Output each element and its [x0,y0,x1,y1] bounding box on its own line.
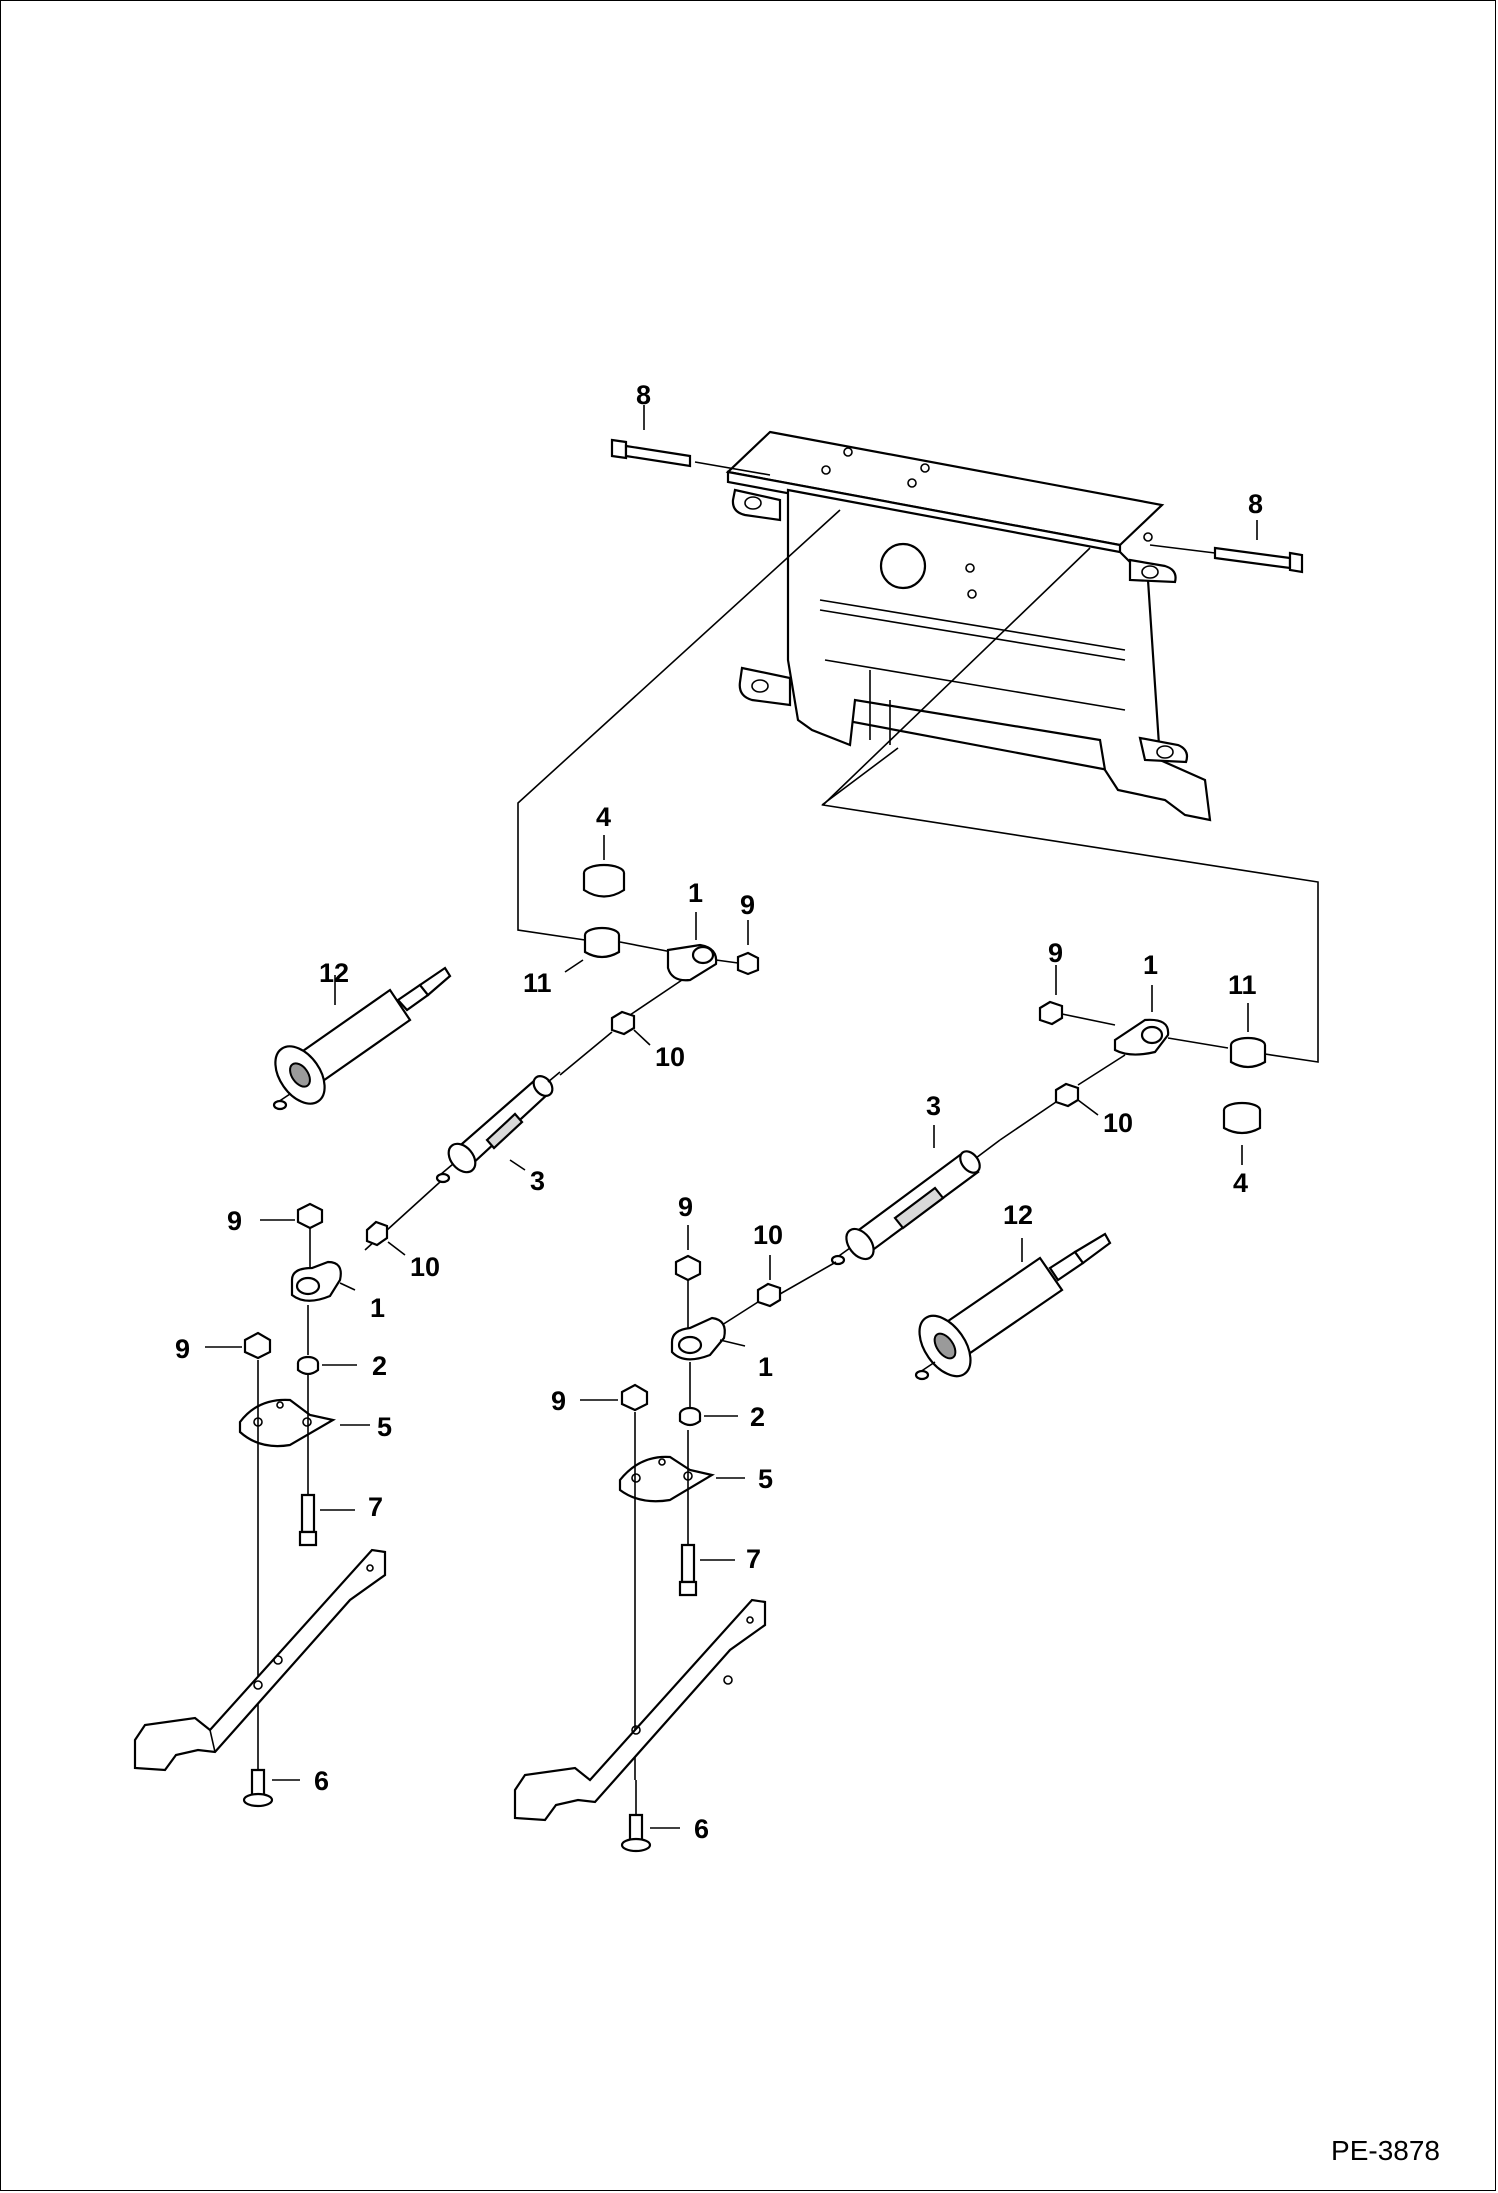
callout-gas-spring-left: 3 [530,1166,545,1196]
spare-cylinder-right [914,1232,1112,1381]
plate-right [618,1455,745,1503]
callout-spacer-top: 4 [596,802,611,832]
callout-bolt-left: 7 [368,1492,383,1522]
callout-rod-end-right-top: 1 [1143,950,1158,980]
rod-end-right-low [670,1316,746,1361]
callout-rod-end-left-top: 1 [688,878,703,908]
callout-spare-cylinder-right: 12 [1003,1200,1033,1230]
callout-jam-nut-right-top: 10 [1103,1108,1133,1138]
callout-jam-nut-left-top: 10 [655,1042,685,1072]
callout-spacer-left: 11 [523,968,552,998]
callout-rivet-left: 6 [314,1766,329,1796]
callout-flange-nut-left-mid: 9 [227,1206,242,1236]
callout-flange-nut-right-top: 9 [1048,938,1063,968]
washer-right [678,1362,738,1427]
callout-rod-end-left-low: 1 [370,1293,385,1323]
callout-flange-nut-left-bracket: 9 [175,1334,190,1364]
spacer-top [582,835,626,898]
nut-flange-left-top [715,920,760,976]
flange-nut-left-bracket [205,1331,272,1360]
bolt-right-low [678,1430,735,1597]
bracket-arm-left [133,1360,387,1772]
flange-nut-right-top [1038,965,1116,1026]
bolt-top-left [610,405,771,476]
spacer-right [1229,1003,1267,1069]
bolt-right [1149,520,1304,574]
flange-nut-right-bracket [580,1383,649,1412]
callout-nut-flange-left-top: 9 [740,890,755,920]
callout-washer-left: 2 [372,1351,387,1381]
spare-cylinder-left [272,966,452,1111]
rod-end-right-top [1113,985,1229,1056]
mounting-bracket [725,430,1212,822]
callout-bolt-right: 8 [1248,489,1263,519]
rod-end-left-low [290,1260,356,1302]
callout-washer-right: 2 [750,1402,765,1432]
leader-lines [517,509,1319,1063]
washer-left [296,1305,357,1376]
jam-nut-right-low [721,1255,837,1326]
callout-jam-nut-left-low: 10 [410,1252,440,1282]
callout-gas-spring-right: 3 [926,1091,941,1121]
gas-spring-left [435,1071,561,1184]
callout-jam-nut-right-low: 10 [753,1220,783,1250]
jam-nut-right-top [999,1054,1126,1141]
callout-bolt-right-low: 7 [746,1544,761,1574]
bracket-arm-right [513,1412,767,1822]
callout-labels: 8 8 4 1 9 11 10 12 3 9 10 1 9 2 5 7 6 9 … [175,380,1263,1844]
rod-end-left-top [666,912,718,982]
flange-nut-right-mid [674,1225,702,1330]
callout-plate-right: 5 [758,1464,773,1494]
jam-nut-left-top [559,979,683,1076]
plate-left [238,1398,370,1448]
rivet-right [620,1780,680,1853]
rivet-left [242,1735,300,1808]
callout-flange-nut-right-mid: 9 [678,1192,693,1222]
spacer-left [564,926,673,973]
callout-flange-nut-right-bracket: 9 [551,1386,566,1416]
jam-nut-left-low [364,1181,441,1256]
bolt-left [298,1375,355,1547]
callout-spare-cylinder-left: 12 [319,958,349,988]
callout-bolt-top-left: 8 [636,380,651,410]
callout-spacer-bottom-right: 4 [1233,1168,1248,1198]
callout-rod-end-right-low: 1 [758,1352,773,1382]
flange-nut-left-mid [260,1202,324,1275]
callout-rivet-right: 6 [694,1814,709,1844]
callout-plate-left: 5 [377,1412,392,1442]
gas-spring-right [830,1125,1001,1266]
drawing-id-label: PE-3878 [1331,2135,1440,2166]
spacer-bottom-right [1222,1101,1262,1165]
callout-spacer-right: 11 [1228,970,1257,1000]
